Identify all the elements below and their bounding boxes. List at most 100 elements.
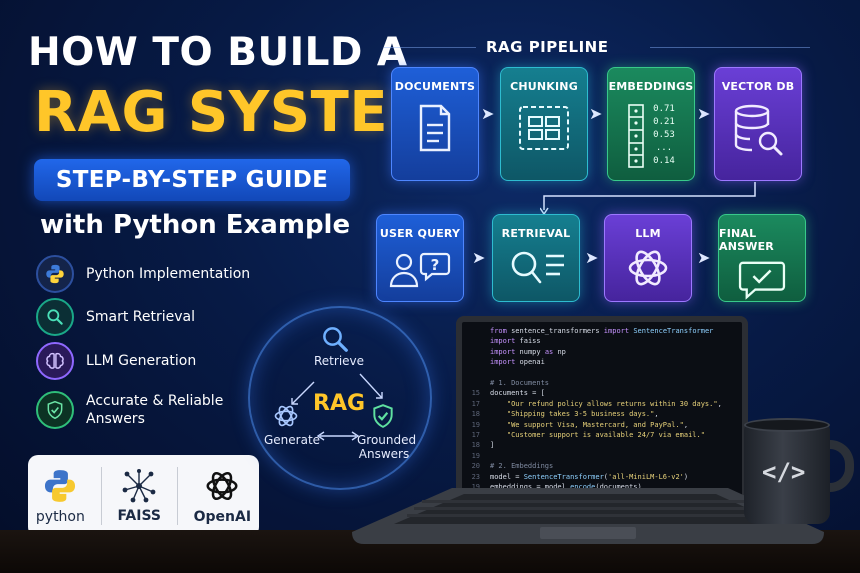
cycle-arrows — [291, 373, 383, 441]
code-line: 17 "Customer support is available 24/7 v… — [471, 431, 705, 440]
chunks-icon — [519, 106, 569, 150]
code-line: 20# 2. Embeddings — [471, 462, 554, 471]
search-icon — [323, 327, 348, 352]
cycle-grounded-label: Grounded Answers — [357, 433, 417, 461]
vector-list-icon: 0.71 0.21 0.53 ... 0.14 — [627, 103, 675, 169]
feature-label: Smart Retrieval — [86, 309, 196, 325]
step-label: FINAL ANSWER — [719, 227, 774, 253]
code-line: 19 "We support Visa, Mastercard, and Pay… — [471, 420, 689, 429]
openai-logo-icon — [628, 250, 668, 286]
arrow-right-icon: ➤ — [472, 248, 486, 267]
pipeline-header-line-right — [650, 47, 810, 48]
feature-item-python: Python Implementation — [36, 255, 250, 293]
document-icon — [419, 104, 451, 152]
step-label: EMBEDDINGS — [608, 80, 694, 93]
cycle-generate-label: Generate — [264, 433, 321, 447]
pipeline-step-final-answer: FINAL ANSWER — [718, 214, 806, 302]
code-line: 19 — [471, 451, 480, 460]
cycle-center-rag: RAG — [313, 391, 366, 416]
code-brackets-icon: </> — [762, 458, 806, 486]
openai-logo-icon — [206, 471, 238, 501]
mug-handle — [824, 440, 854, 492]
tech-logos-panel: python FAISS OpenAI — [28, 455, 259, 537]
code-line: import faiss — [490, 337, 541, 346]
divider — [176, 467, 178, 525]
pipeline-step-documents: DOCUMENTS — [391, 67, 479, 181]
step-label: RETRIEVAL — [501, 227, 571, 240]
embedding-value: 0.14 — [653, 156, 675, 166]
step-by-step-pill: STEP-BY-STEP GUIDE — [34, 159, 350, 201]
title-line-1: HOW TO BUILD A — [28, 30, 408, 75]
feature-label: Python Implementation — [86, 266, 251, 282]
code-line: 17 "Our refund policy allows returns wit… — [471, 399, 722, 408]
step-label: VECTOR DB — [721, 80, 795, 93]
step-label: LLM — [635, 227, 661, 240]
chat-check-icon — [738, 261, 786, 300]
arrow-right-icon: ➤ — [585, 248, 599, 267]
pipeline-step-llm: LLM — [604, 214, 692, 302]
openai-logo-name: OpenAI — [193, 509, 252, 525]
feature-label: Accurate & Reliable Answers — [86, 393, 224, 427]
embedding-values: 0.71 0.21 0.53 ... 0.14 — [653, 103, 675, 169]
coffee-mug — [744, 424, 830, 524]
user-question-icon: ? — [389, 252, 451, 288]
feature-item-answers: Accurate & Reliable Answers — [36, 391, 236, 429]
embedding-value: 0.53 — [653, 130, 675, 140]
subtitle: with Python Example — [40, 210, 351, 240]
faiss-network-icon — [122, 469, 156, 503]
brain-icon — [36, 342, 74, 380]
feature-item-retrieval: Smart Retrieval — [36, 298, 195, 336]
database-search-icon — [734, 104, 783, 156]
shield-check-icon — [373, 404, 393, 428]
shield-check-icon — [36, 391, 74, 429]
python-logo: python — [36, 467, 85, 525]
search-list-icon — [511, 251, 564, 284]
laptop-keyboard-base — [352, 488, 824, 544]
arrow-right-icon: ➤ — [481, 104, 495, 123]
search-icon — [36, 298, 74, 336]
python-logo-icon — [36, 255, 74, 293]
code-line — [462, 368, 742, 378]
faiss-logo-name: FAISS — [117, 508, 162, 524]
python-logo-name: python — [35, 509, 85, 525]
laptop-screen: from sentence_transformers import Senten… — [456, 316, 748, 502]
pipeline-step-vector-db: VECTOR DB — [714, 67, 802, 181]
pipeline-step-retrieval: RETRIEVAL — [492, 214, 580, 302]
step-label: DOCUMENTS — [394, 80, 476, 93]
embedding-value: 0.71 — [653, 104, 675, 114]
openai-logo: OpenAI — [194, 467, 251, 525]
rag-cycle-ring — [248, 306, 432, 490]
mug-rim — [744, 418, 830, 432]
code-editor: from sentence_transformers import Senten… — [462, 322, 742, 493]
embedding-value: ... — [655, 143, 673, 153]
feature-label: LLM Generation — [86, 353, 197, 369]
code-line: import openai — [490, 358, 545, 367]
svg-text:?: ? — [431, 256, 440, 274]
code-line: import numpy as np — [490, 347, 566, 356]
cycle-retrieve-label: Retrieve — [314, 354, 365, 368]
python-logo-icon — [45, 470, 76, 502]
pipeline-header-line-left — [384, 47, 476, 48]
title-line-2: RAG SYSTEM — [34, 80, 445, 145]
faiss-logo: FAISS — [117, 468, 161, 524]
pipeline-step-embeddings: EMBEDDINGS 0.71 0.21 0.53 ... 0.14 — [607, 67, 695, 181]
divider — [100, 467, 102, 525]
embedding-value: 0.21 — [653, 117, 675, 127]
pipeline-step-chunking: CHUNKING — [500, 67, 588, 181]
step-label: CHUNKING — [510, 80, 578, 93]
arrow-right-icon: ➤ — [697, 104, 711, 123]
pipeline-title: RAG PIPELINE — [486, 38, 609, 56]
pipeline-step-user-query: USER QUERY ? — [376, 214, 464, 302]
code-line: from sentence_transformers import Senten… — [490, 327, 714, 335]
openai-logo-icon — [274, 405, 298, 427]
step-label: USER QUERY — [379, 227, 461, 240]
feature-item-llm: LLM Generation — [36, 342, 196, 380]
code-line: 18] — [471, 441, 495, 450]
arrow-right-icon: ➤ — [589, 104, 603, 123]
row-connector — [540, 182, 756, 216]
arrow-right-icon: ➤ — [697, 248, 711, 267]
code-line: # 1. Documents — [490, 379, 550, 388]
